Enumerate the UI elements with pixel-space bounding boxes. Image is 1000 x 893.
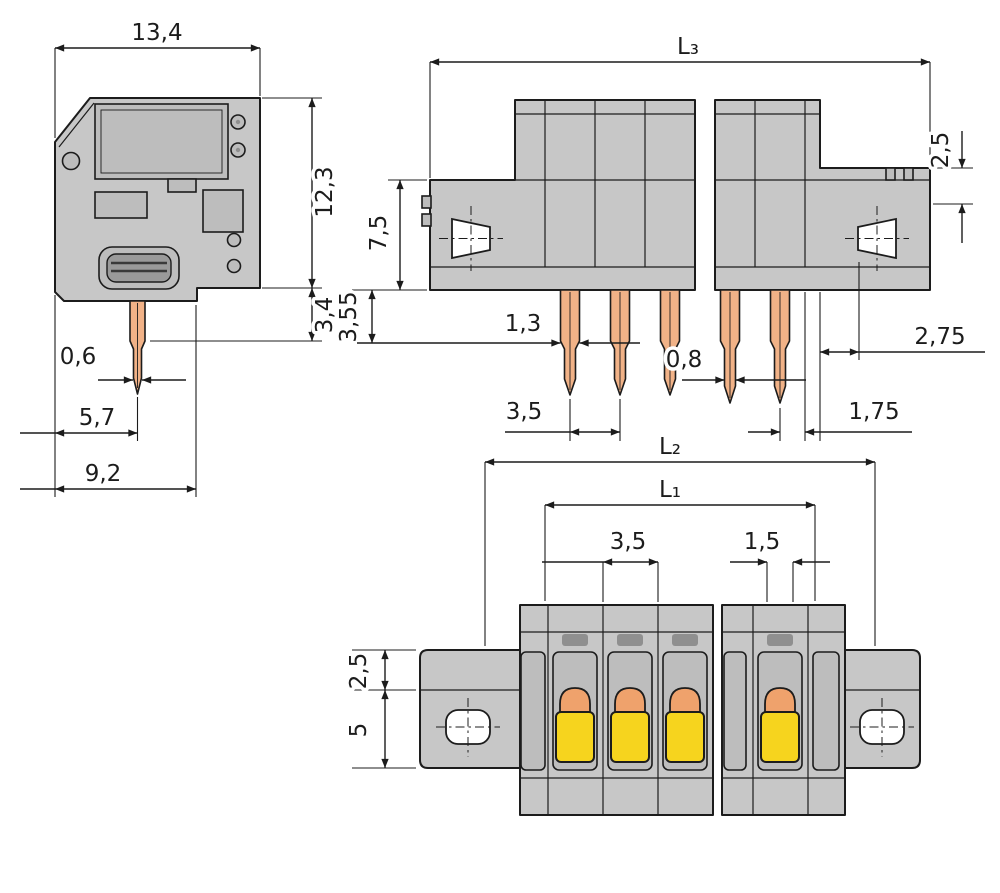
dim-label-3-5-bottom: 3,5 xyxy=(610,529,647,555)
push-button xyxy=(610,711,650,763)
dim-front-pin-tip-width: 0,8 xyxy=(662,344,806,384)
dim-label-5-7: 5,7 xyxy=(79,405,116,431)
front-housing-left xyxy=(429,99,696,291)
detail-circle-bottom-1 xyxy=(226,232,242,248)
dim-bottom-flange-step: 2,5 xyxy=(343,649,416,693)
dim-label-3-5-front: 3,5 xyxy=(506,399,543,425)
dim-bottom-pole-span: L₁ xyxy=(544,474,816,601)
chamfer-seam xyxy=(58,102,95,148)
dim-front-pin-shoulder-width: 1,3 xyxy=(357,308,640,347)
dim-front-body-height: 7,5 xyxy=(363,179,427,290)
actuator-panel xyxy=(94,103,229,180)
flange-left xyxy=(419,649,521,769)
detail-circle-bottom-2 xyxy=(226,258,242,274)
dim-label-2-5-bottom: 2,5 xyxy=(346,653,372,690)
dim-side-pin-exit: 3,4 xyxy=(150,288,342,342)
dim-label-7-5: 7,5 xyxy=(366,215,392,252)
dim-side-height: 12,3 xyxy=(262,97,342,289)
dim-label-3-4: 3,4 xyxy=(312,297,338,334)
pole-frame-partial-mid xyxy=(723,651,747,771)
dim-label-12-3: 12,3 xyxy=(312,166,338,217)
flange-notch-1 xyxy=(885,167,896,181)
dim-front-step-height: 2,5 xyxy=(925,128,973,243)
pole-3 xyxy=(662,634,708,771)
dim-label-2-5-front: 2,5 xyxy=(928,132,954,169)
side-relief-left xyxy=(94,191,148,219)
dim-label-1-3: 1,3 xyxy=(505,311,542,337)
pole-1 xyxy=(552,634,598,771)
dim-front-total-length: L₃ xyxy=(429,31,931,178)
side-view xyxy=(54,97,261,395)
dim-label-9-2: 9,2 xyxy=(85,461,122,487)
front-view xyxy=(421,99,931,404)
solder-pins-front xyxy=(559,289,791,404)
dim-label-1-75: 1,75 xyxy=(848,399,899,425)
dim-label-1-5: 1,5 xyxy=(744,529,781,555)
flange-notch-2 xyxy=(903,167,914,181)
latch-tab xyxy=(167,178,197,193)
edge-notch-2 xyxy=(421,213,432,227)
pole-frame-partial-right xyxy=(812,651,840,771)
side-hole-left xyxy=(61,151,81,171)
dim-side-depth: 9,2 xyxy=(20,305,197,497)
front-housing-right xyxy=(714,99,931,291)
dim-bottom-pole-pitch: 3,5 xyxy=(542,526,659,602)
pole-2 xyxy=(607,634,653,771)
lever-slot xyxy=(562,634,588,646)
lever-slot xyxy=(767,634,793,646)
dim-label-l2: L₂ xyxy=(659,434,681,460)
side-relief-right xyxy=(202,189,244,233)
dim-front-end-clearance: 2,75 xyxy=(819,262,985,441)
bottom-view xyxy=(419,604,921,816)
dim-side-width: 13,4 xyxy=(54,17,261,138)
detail-dot-top-2 xyxy=(235,147,241,153)
pole-4 xyxy=(757,634,803,771)
dim-label-13-4: 13,4 xyxy=(131,20,182,46)
dim-label-2-75: 2,75 xyxy=(914,324,965,350)
detail-dot-top-1 xyxy=(235,119,241,125)
push-button xyxy=(555,711,595,763)
actuator-panel-inner xyxy=(100,109,223,174)
pole-frame-partial-left xyxy=(520,651,546,771)
dim-label-3-55: 3,55 xyxy=(336,291,362,342)
edge-notch-1 xyxy=(421,195,432,209)
push-button xyxy=(665,711,705,763)
lever-slot xyxy=(672,634,698,646)
dim-front-pin-shoulder-length: 3,55 xyxy=(333,288,427,346)
dim-side-pin-to-front: 5,7 xyxy=(20,295,139,497)
dim-label-l3: L₃ xyxy=(677,34,699,60)
lever-slot xyxy=(617,634,643,646)
dim-front-pin-pitch: 3,5 xyxy=(502,396,621,441)
dim-label-0-8: 0,8 xyxy=(666,347,703,373)
dim-front-pin-end-offset: 1,75 xyxy=(748,292,912,441)
dim-side-pin-width: 0,6 xyxy=(56,341,186,384)
dim-label-0-6: 0,6 xyxy=(60,344,97,370)
push-button xyxy=(760,711,800,763)
dim-bottom-flange-depth: 5 xyxy=(343,690,416,769)
clamp-spring xyxy=(106,253,172,283)
dim-label-5: 5 xyxy=(346,723,372,738)
dim-bottom-slot-width: 1,5 xyxy=(730,526,830,602)
dim-label-l1: L₁ xyxy=(659,477,681,503)
dim-bottom-outer-span: L₂ xyxy=(484,431,876,646)
